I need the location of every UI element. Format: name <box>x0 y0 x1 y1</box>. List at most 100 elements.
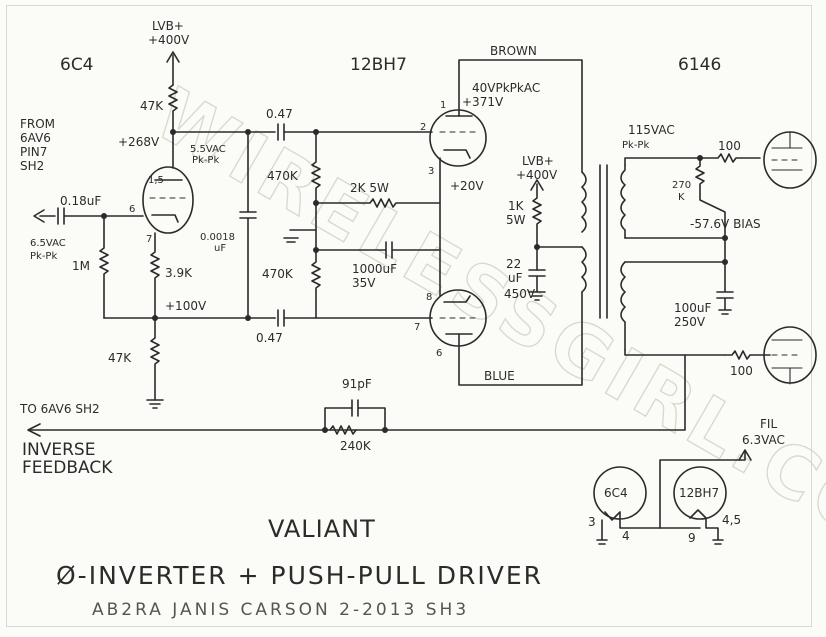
resistor-39k <box>150 232 160 319</box>
capacitor-0018uf <box>239 131 257 319</box>
r-2k-label: 2K 5W <box>350 181 389 195</box>
12bh7-upper-cathode <box>443 149 471 159</box>
6c4-cathode <box>151 214 179 223</box>
r-240k-label: 240K <box>340 439 372 453</box>
lvb-voltage-mid: +400V <box>516 168 558 182</box>
capacitor-22uf <box>528 269 546 301</box>
feedback-arrow-icon <box>27 423 41 437</box>
resistor-100-bottom <box>724 350 771 360</box>
capacitor-100uf <box>716 261 734 315</box>
pin-1-label: 1 <box>440 100 446 111</box>
r-47k-bottom-label: 47K <box>108 351 132 365</box>
secondary-bottom-wire <box>624 349 726 356</box>
r-100a-label: 100 <box>718 139 741 153</box>
lvb-label-top: LVB+ <box>152 19 184 33</box>
resistor-270k <box>695 157 726 239</box>
lvb-label-mid: LVB+ <box>522 154 554 168</box>
r-39k-label: 3.9K <box>165 266 193 280</box>
node-cap-0018-bottom <box>245 315 251 321</box>
6146-lower-electrodes <box>771 339 803 385</box>
r-47k-plate-label: 47K <box>140 99 164 113</box>
6c4-tube-envelope <box>142 166 194 234</box>
bias-label: -57.6V BIAS <box>690 217 761 231</box>
node-fb-b <box>382 427 388 433</box>
c-0018-label-b: uF <box>214 243 226 254</box>
vpk-label-b: +371V <box>462 95 504 109</box>
r-k-label: K <box>678 192 685 203</box>
tube-heading-6c4: 6C4 <box>60 55 94 75</box>
pkpk-label-2: Pk-Pk <box>30 251 57 262</box>
resistor-470k-bottom <box>311 249 321 319</box>
r-1m-label: 1M <box>72 259 90 273</box>
resistor-47k-plate <box>168 84 178 133</box>
tube-heading-12bh7: 12BH7 <box>350 55 407 75</box>
resistor-240k <box>329 425 357 435</box>
v-100-label: +100V <box>165 299 207 313</box>
vac-55-label: 5.5VAC <box>190 144 226 155</box>
ground-icon-left <box>146 399 164 409</box>
fil-pin-4: 4 <box>622 529 630 543</box>
capacitor-1000uf <box>315 241 441 259</box>
fil-6c4-label: 6C4 <box>604 486 628 500</box>
c-1000uf-label-b: 35V <box>352 276 376 290</box>
vac-65-label: 6.5VAC <box>30 238 66 249</box>
node-fb-a <box>322 427 328 433</box>
transformer-secondary-a <box>620 164 626 239</box>
capacitor-047-bottom <box>274 309 433 327</box>
r-270-label: 270 <box>672 180 691 191</box>
fil-pin-45: 4,5 <box>722 513 741 527</box>
secondary-top-wire <box>624 157 701 166</box>
resistor-47k-bottom <box>150 317 160 401</box>
pin-6-label: 6 <box>129 204 135 215</box>
title: VALIANT <box>268 515 376 543</box>
filament-12bh7-heater <box>689 509 724 545</box>
blue-label: BLUE <box>484 369 515 383</box>
12bh7-lower-cathode <box>443 295 471 303</box>
pkpk-label-1: Pk-Pk <box>192 155 219 166</box>
c-047-top-label: 0.47 <box>266 107 293 121</box>
c-22-label: 22 <box>506 257 521 271</box>
brown-label: BROWN <box>490 44 537 58</box>
pin-7b-label: 7 <box>414 322 420 333</box>
c-100uf-label-b: 250V <box>674 315 706 329</box>
r-470k-top-label: 470K <box>267 169 299 183</box>
fil-label: FIL <box>760 417 777 431</box>
resistor-1m <box>99 215 109 319</box>
filament-12bh7-circle <box>673 466 727 520</box>
pin-15-label: 1,5 <box>148 175 164 186</box>
c-450v-label: 450V <box>504 287 536 301</box>
supply-arrow-left-icon <box>166 51 180 63</box>
6146-upper-electrodes <box>771 131 803 171</box>
sheet-border <box>6 5 812 627</box>
tube-heading-6146: 6146 <box>678 55 721 75</box>
from-label-2: 6AV6 <box>20 131 51 145</box>
to-6av6-label: TO 6AV6 SH2 <box>19 402 100 416</box>
inverse-label: INVERSE <box>22 440 95 460</box>
pin-7-label: 7 <box>146 234 152 245</box>
resistor-1k-5w <box>532 183 542 271</box>
from-label-1: FROM <box>20 117 55 131</box>
c-uf-label: uF <box>508 271 523 285</box>
r-1k-label-a: 1K <box>508 199 525 213</box>
r-1k-label-b: 5W <box>506 213 526 227</box>
resistor-2k-5w <box>315 198 441 208</box>
vac-115-label: 115VAC <box>628 123 675 137</box>
c-047-bottom-label: 0.47 <box>256 331 283 345</box>
fil-pin-3: 3 <box>588 515 596 529</box>
12bh7-lower-envelope <box>429 289 487 347</box>
c-0018-label-a: 0.0018 <box>200 232 235 243</box>
input-arrow-icon <box>33 209 45 223</box>
resistor-470k-top <box>311 131 321 251</box>
vpk-label-a: 40VPkPkAC <box>472 81 540 95</box>
subtitle: Ø-INVERTER + PUSH-PULL DRIVER <box>56 561 543 590</box>
12bh7-upper-envelope <box>429 109 487 167</box>
byline: AB2RA JANIS CARSON 2-2013 SH3 <box>92 600 469 620</box>
transformer-primary <box>581 171 587 293</box>
filament-6c4-heater <box>596 511 661 545</box>
brown-lead <box>458 59 583 173</box>
transformer-core <box>599 164 608 319</box>
feedback-wire <box>29 354 686 431</box>
fil-12bh7-label: 12BH7 <box>679 486 719 500</box>
